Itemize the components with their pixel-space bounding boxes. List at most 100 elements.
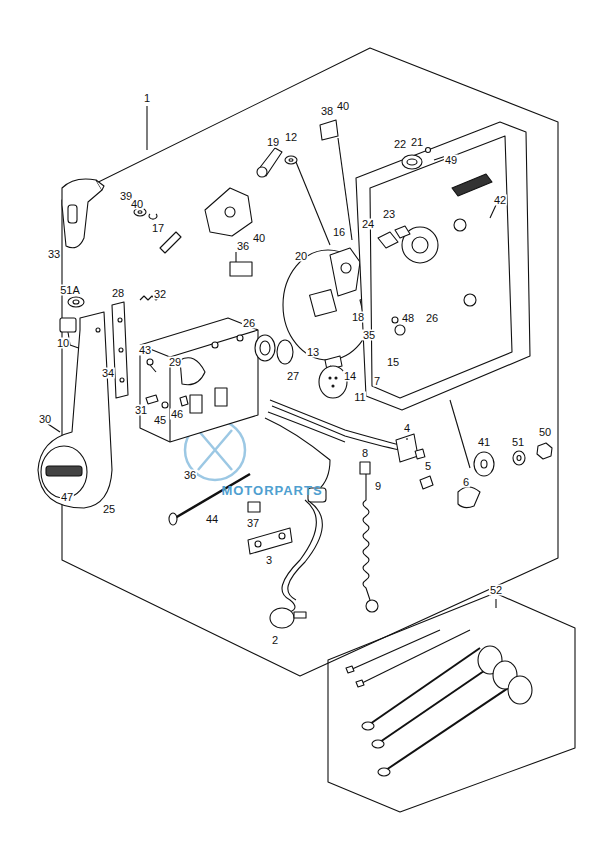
wire-harness [265, 418, 330, 490]
mount-hardware [169, 513, 177, 525]
key-switch [458, 487, 480, 508]
callout-number: 22 [393, 139, 407, 150]
callout-number: 19 [266, 137, 280, 148]
control-housing [140, 318, 258, 442]
small-parts [118, 318, 122, 322]
installation-kit [346, 666, 354, 673]
key-switch [420, 476, 433, 489]
control-housing [180, 358, 205, 385]
callout-number: 49 [444, 155, 458, 166]
callout-number: 50 [538, 427, 552, 438]
callout-number: 52 [489, 585, 503, 596]
mount-hardware [248, 528, 292, 554]
callout-number: 41 [477, 437, 491, 448]
callout-number: 7 [373, 376, 381, 387]
callout-number: 36 [183, 470, 197, 481]
gear-disc [260, 341, 270, 355]
control-lever [41, 446, 87, 498]
shift-bracket [230, 262, 252, 276]
control-lever [96, 328, 100, 332]
installation-kit [360, 630, 470, 684]
callout-number: 40 [130, 199, 144, 210]
callout-number: 35 [362, 330, 376, 341]
pin [160, 232, 181, 253]
wire-harness [335, 377, 337, 379]
installation-kit [378, 768, 390, 776]
mount-hardware [255, 541, 261, 547]
washer [513, 451, 525, 465]
side-cover [356, 122, 530, 410]
mount-hardware [169, 474, 326, 628]
washer [517, 456, 521, 461]
callout-number: 36 [236, 241, 250, 252]
small-parts [68, 297, 84, 307]
side-cover [395, 226, 410, 238]
callout-number: 27 [286, 371, 300, 382]
cover-parts [402, 148, 496, 219]
callout-number: 21 [410, 137, 424, 148]
callout-number: 46 [170, 409, 184, 420]
side-cover [356, 122, 530, 410]
cover-parts [402, 155, 422, 169]
callout-number: 2 [271, 635, 279, 646]
throttle-grip [68, 205, 77, 223]
control-housing [212, 342, 218, 348]
washer [537, 443, 552, 459]
watermark: MOTORPARTS [221, 484, 322, 497]
callout-number: 45 [153, 415, 167, 426]
shift-bracket [235, 252, 236, 262]
side-cover [412, 237, 428, 253]
mount-hardware [282, 500, 316, 612]
key-switch [415, 449, 425, 459]
control-housing [215, 388, 227, 406]
side-cover [370, 136, 512, 398]
small-parts [150, 365, 156, 372]
cover-parts [490, 205, 496, 218]
callout-number: 51A [59, 285, 81, 296]
callout-number: 10 [56, 338, 70, 349]
callout-number: 48 [401, 313, 415, 324]
key-switch [396, 434, 418, 462]
gear-disc [277, 340, 293, 364]
control-housing [237, 335, 243, 341]
callout-number: 37 [246, 518, 260, 529]
callout-number: 34 [101, 368, 115, 379]
callout-number: 14 [343, 371, 357, 382]
key-switch [406, 438, 407, 440]
control-housing [140, 330, 258, 357]
installation-kit [380, 660, 500, 742]
cover-parts [452, 174, 492, 196]
callout-number: 25 [102, 504, 116, 515]
wire-harness [332, 385, 334, 387]
cover-parts [407, 159, 417, 165]
installation-kit [346, 630, 532, 776]
callout-number: 13 [306, 347, 320, 358]
control-lever [38, 312, 112, 508]
shift-bracket [258, 148, 282, 176]
control-lever [48, 424, 60, 432]
group-outline [146, 106, 147, 150]
lanyard-coil [366, 600, 378, 612]
small-parts [120, 378, 124, 382]
control-housing [190, 395, 202, 413]
callout-number: 42 [493, 195, 507, 206]
throttle-grip [62, 179, 104, 248]
throttle-grip [62, 179, 102, 248]
lanyard-coil [363, 474, 370, 600]
mount-hardware [270, 608, 294, 628]
control-lever [46, 466, 82, 476]
key-switch [396, 434, 480, 508]
installation-kit [386, 680, 520, 770]
gear-disc [255, 335, 275, 361]
installation-kit [350, 630, 440, 670]
mount-hardware [294, 612, 306, 618]
cover-parts [426, 148, 431, 153]
group-outline [495, 599, 496, 608]
shift-bracket [338, 138, 352, 240]
callout-number: 33 [47, 249, 61, 260]
callout-number: 38 [320, 106, 334, 117]
callout-number: 17 [151, 223, 165, 234]
shift-bracket [289, 159, 293, 162]
pin [160, 232, 181, 253]
